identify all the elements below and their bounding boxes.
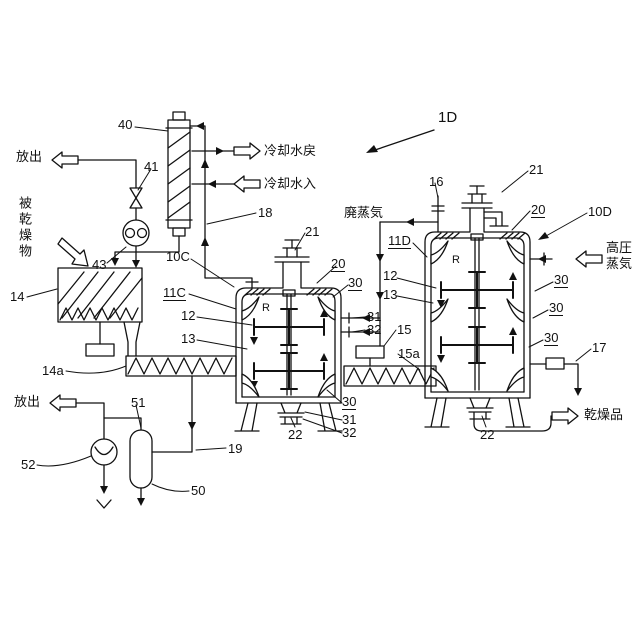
scraper-blade-30 bbox=[241, 296, 260, 321]
steam-inlet-line bbox=[529, 250, 603, 268]
leader-lines bbox=[26, 126, 592, 492]
label-12-v2: 12 bbox=[383, 268, 398, 283]
drain-line-19 bbox=[151, 375, 196, 453]
label-43: 43 bbox=[92, 257, 107, 272]
label-13-v2: 13 bbox=[383, 287, 398, 302]
agitator-cross bbox=[253, 308, 325, 346]
label-11D: 11D bbox=[388, 233, 411, 249]
label-30-v1-top: 30 bbox=[348, 275, 363, 291]
scraper-blade-30 bbox=[430, 298, 449, 323]
label-52: 52 bbox=[21, 457, 36, 472]
scraper-blade-30 bbox=[317, 373, 336, 398]
label-22-v1: 22 bbox=[288, 427, 303, 442]
feed-arrow bbox=[57, 237, 89, 267]
label-11C: 11C bbox=[163, 285, 186, 301]
feeder-motor-box bbox=[85, 343, 115, 357]
top-fitting-21 bbox=[274, 239, 310, 263]
label-discharge-top: 放出 bbox=[16, 149, 43, 164]
label-22-v2: 22 bbox=[480, 427, 495, 442]
label-20-v1: 20 bbox=[331, 256, 346, 272]
label-50: 50 bbox=[191, 483, 206, 498]
label-10C: 10C bbox=[166, 249, 190, 264]
label-1D: 1D bbox=[438, 109, 458, 126]
vapor-pipe-18 bbox=[189, 122, 259, 289]
valve-41 bbox=[129, 187, 143, 199]
transfer-conveyor-15 bbox=[343, 345, 437, 387]
label-material: 被乾燥物 bbox=[17, 196, 32, 260]
product-outlet-line bbox=[473, 407, 579, 432]
label-R-vessel1: R bbox=[262, 302, 270, 314]
label-15a: 15a bbox=[398, 346, 420, 361]
screw-conveyor-14a bbox=[125, 355, 237, 377]
label-30-v2b: 30 bbox=[549, 300, 564, 316]
agitator-cross bbox=[253, 352, 325, 390]
top-fitting-21 bbox=[461, 185, 509, 227]
label-31-v1: 31 bbox=[367, 309, 382, 324]
figure-pointer-1D bbox=[366, 129, 435, 153]
dryer-vessel-10C bbox=[234, 239, 381, 432]
label-21-v1: 21 bbox=[305, 224, 320, 239]
label-32-v1: 32 bbox=[367, 322, 382, 337]
scraper-blade-30 bbox=[506, 367, 525, 392]
condenser-40 bbox=[111, 111, 193, 266]
label-18: 18 bbox=[258, 205, 273, 220]
label-waste-steam: 廃蒸気 bbox=[344, 205, 384, 220]
steam-trap-17 bbox=[529, 357, 582, 396]
label-15: 15 bbox=[397, 322, 412, 337]
label-12-v1: 12 bbox=[181, 308, 196, 323]
label-30-v2a: 30 bbox=[554, 272, 569, 288]
label-hp-steam: 高圧蒸気 bbox=[605, 240, 632, 272]
scraper-blade-30 bbox=[317, 296, 336, 321]
label-19: 19 bbox=[228, 441, 243, 456]
label-16: 16 bbox=[429, 174, 444, 189]
dryer-vessel-10D bbox=[424, 185, 531, 428]
label-40: 40 bbox=[118, 117, 133, 132]
label-21-v2: 21 bbox=[529, 162, 544, 177]
label-R-vessel2: R bbox=[452, 254, 460, 266]
cooling-water-lines bbox=[191, 142, 261, 193]
scraper-blade-30 bbox=[430, 240, 449, 265]
label-dried-product: 乾燥品 bbox=[584, 407, 624, 422]
label-cooling-in: 冷却水入 bbox=[264, 176, 317, 191]
label-13-v1: 13 bbox=[181, 331, 196, 346]
label-14a: 14a bbox=[42, 363, 64, 378]
separator-51 bbox=[103, 417, 153, 506]
scraper-blade-30 bbox=[506, 298, 525, 323]
label-30-v2c: 30 bbox=[544, 330, 559, 346]
scraper-blade-30 bbox=[430, 367, 449, 392]
blower-43 bbox=[122, 219, 150, 247]
scraper-blade-30 bbox=[506, 240, 525, 265]
agitator-cross bbox=[440, 271, 514, 309]
label-51: 51 bbox=[131, 395, 146, 410]
agitator-cross bbox=[440, 326, 514, 364]
label-14: 14 bbox=[10, 289, 25, 304]
vacuum-pump-52 bbox=[49, 394, 118, 509]
label-32-v1b: 32 bbox=[342, 425, 357, 440]
label-17: 17 bbox=[592, 340, 607, 355]
waste-steam-line bbox=[376, 195, 445, 347]
label-10D: 10D bbox=[588, 204, 612, 219]
scraper-blade-30 bbox=[241, 373, 260, 398]
label-cooling-return: 冷却水戻 bbox=[264, 143, 317, 158]
feed-tank-14 bbox=[57, 267, 143, 357]
discharge-line-top bbox=[51, 151, 150, 268]
label-discharge-bottom: 放出 bbox=[14, 394, 41, 409]
label-20-v2: 20 bbox=[531, 202, 546, 218]
label-30-v1-bottom: 30 bbox=[342, 394, 357, 410]
label-41: 41 bbox=[144, 159, 159, 174]
label-31-v1b: 31 bbox=[342, 412, 357, 427]
